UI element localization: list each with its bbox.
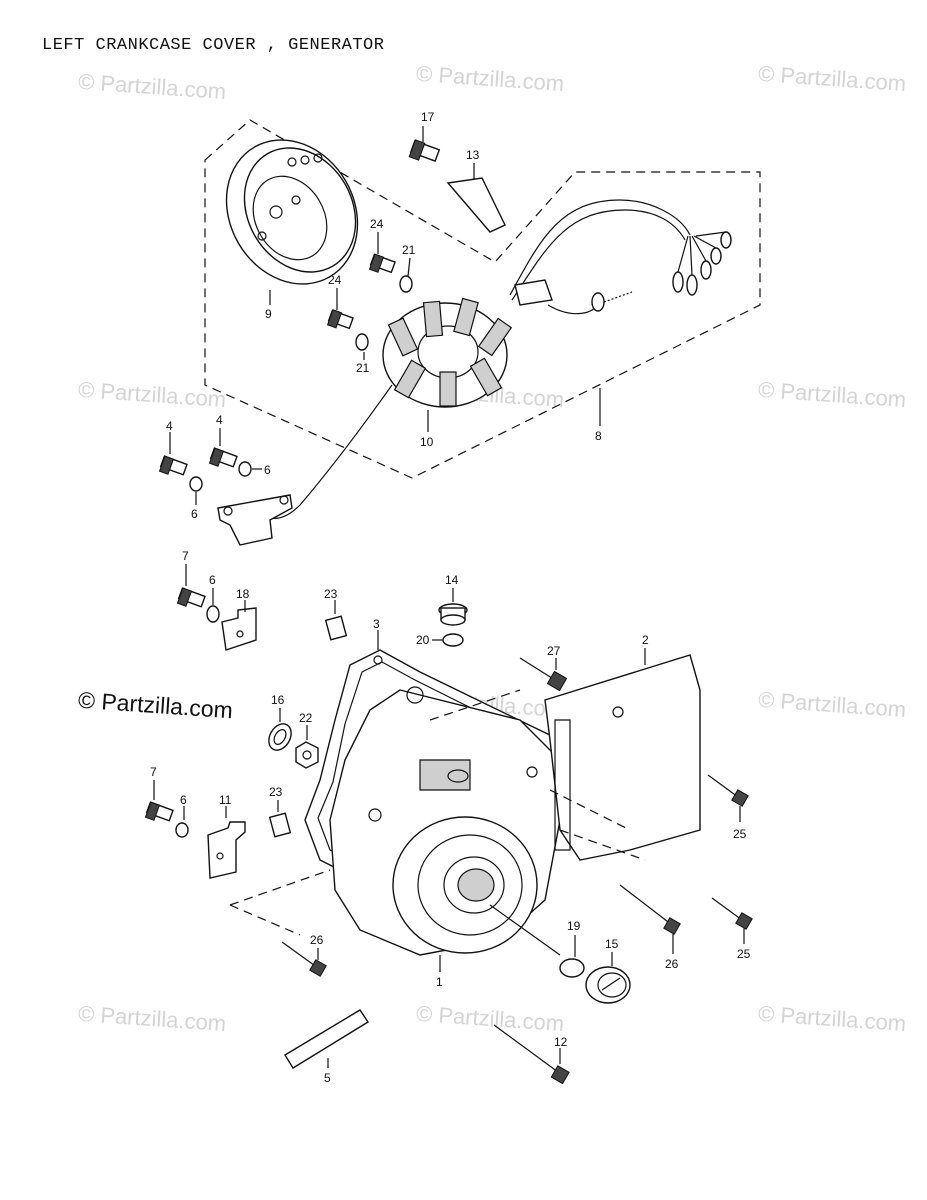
stator-coil: [382, 297, 513, 408]
callout-12: 12: [554, 1035, 568, 1049]
washer-21-upper: [399, 275, 413, 293]
callout-20: 20: [416, 633, 430, 647]
pulser-sensor: [217, 494, 293, 546]
callout-7: 7: [150, 765, 157, 779]
callout-6: 6: [191, 507, 198, 521]
flywheel-rotor: [225, 139, 359, 285]
callout-1: 1: [436, 975, 443, 989]
callout-15: 15: [605, 937, 619, 951]
callout-6: 6: [209, 573, 216, 587]
label-plate-5: [284, 1009, 369, 1069]
washer-6: [238, 461, 252, 477]
bolt-27: [519, 657, 568, 692]
screw-7-lower: [144, 801, 174, 822]
screw-4-left: [158, 455, 188, 476]
nut-22: [295, 741, 319, 769]
sprocket-cover-2: [544, 654, 701, 861]
callout-4: 4: [166, 419, 173, 433]
screw-7-upper: [176, 587, 206, 608]
callout-16: 16: [271, 693, 285, 707]
wire-connector-ends: [672, 231, 732, 296]
callout-23: 23: [269, 785, 283, 799]
o-ring-19: [559, 958, 585, 978]
callout-25: 25: [733, 827, 747, 841]
cap-15: [585, 966, 631, 1004]
bracket-18: [221, 607, 257, 651]
callout-3: 3: [373, 617, 380, 631]
callout-10: 10: [420, 435, 434, 449]
callout-21: 21: [356, 361, 370, 375]
crankcase-cover-1: [329, 686, 561, 956]
callout-7: 7: [182, 549, 189, 563]
callout-14: 14: [445, 573, 459, 587]
callout-25: 25: [737, 947, 751, 961]
washer-6: [206, 605, 220, 623]
callout-9: 9: [265, 307, 272, 321]
bolt-25-upper: [707, 774, 749, 807]
dowel-pin-23: [268, 812, 292, 838]
bracket-11: [207, 821, 246, 879]
callout-6: 6: [264, 463, 271, 477]
washer-6: [189, 476, 203, 492]
callout-19: 19: [567, 919, 581, 933]
callout-6: 6: [180, 793, 187, 807]
bolt-25-lower: [711, 897, 753, 930]
callout-21: 21: [402, 243, 416, 257]
filler-plug-14: [438, 603, 468, 626]
callout-8: 8: [595, 429, 602, 443]
oil-seal-16: [268, 723, 292, 751]
callout-23: 23: [324, 587, 338, 601]
bolt-17: [408, 139, 441, 162]
washer-6: [175, 822, 189, 838]
callout-24: 24: [370, 217, 384, 231]
callout-2: 2: [642, 633, 649, 647]
bolt-26-left: [281, 941, 327, 977]
clip-13: [446, 177, 506, 233]
callout-5: 5: [324, 1071, 331, 1085]
callout-4: 4: [216, 413, 223, 427]
callout-17: 17: [421, 110, 435, 124]
bolt-24-lower: [326, 309, 354, 330]
callout-26: 26: [310, 933, 324, 947]
callout-26: 26: [665, 957, 679, 971]
dowel-pin-23: [324, 615, 348, 641]
wire-harness: [509, 199, 691, 296]
bolt-26-right: [619, 884, 681, 935]
callout-27: 27: [547, 644, 561, 658]
o-ring-20: [442, 633, 464, 647]
callout-18: 18: [236, 587, 250, 601]
bolt-24-upper: [368, 253, 396, 274]
callout-22: 22: [299, 711, 313, 725]
diagram-title: LEFT CRANKCASE COVER , GENERATOR: [42, 36, 385, 55]
callout-24: 24: [328, 273, 342, 287]
screw-4-right: [208, 447, 238, 468]
bolt-12: [493, 1024, 570, 1085]
washer-21-lower: [355, 333, 369, 351]
callout-13: 13: [466, 148, 480, 162]
callout-11: 11: [219, 793, 232, 807]
pulser-wire: [269, 384, 393, 520]
